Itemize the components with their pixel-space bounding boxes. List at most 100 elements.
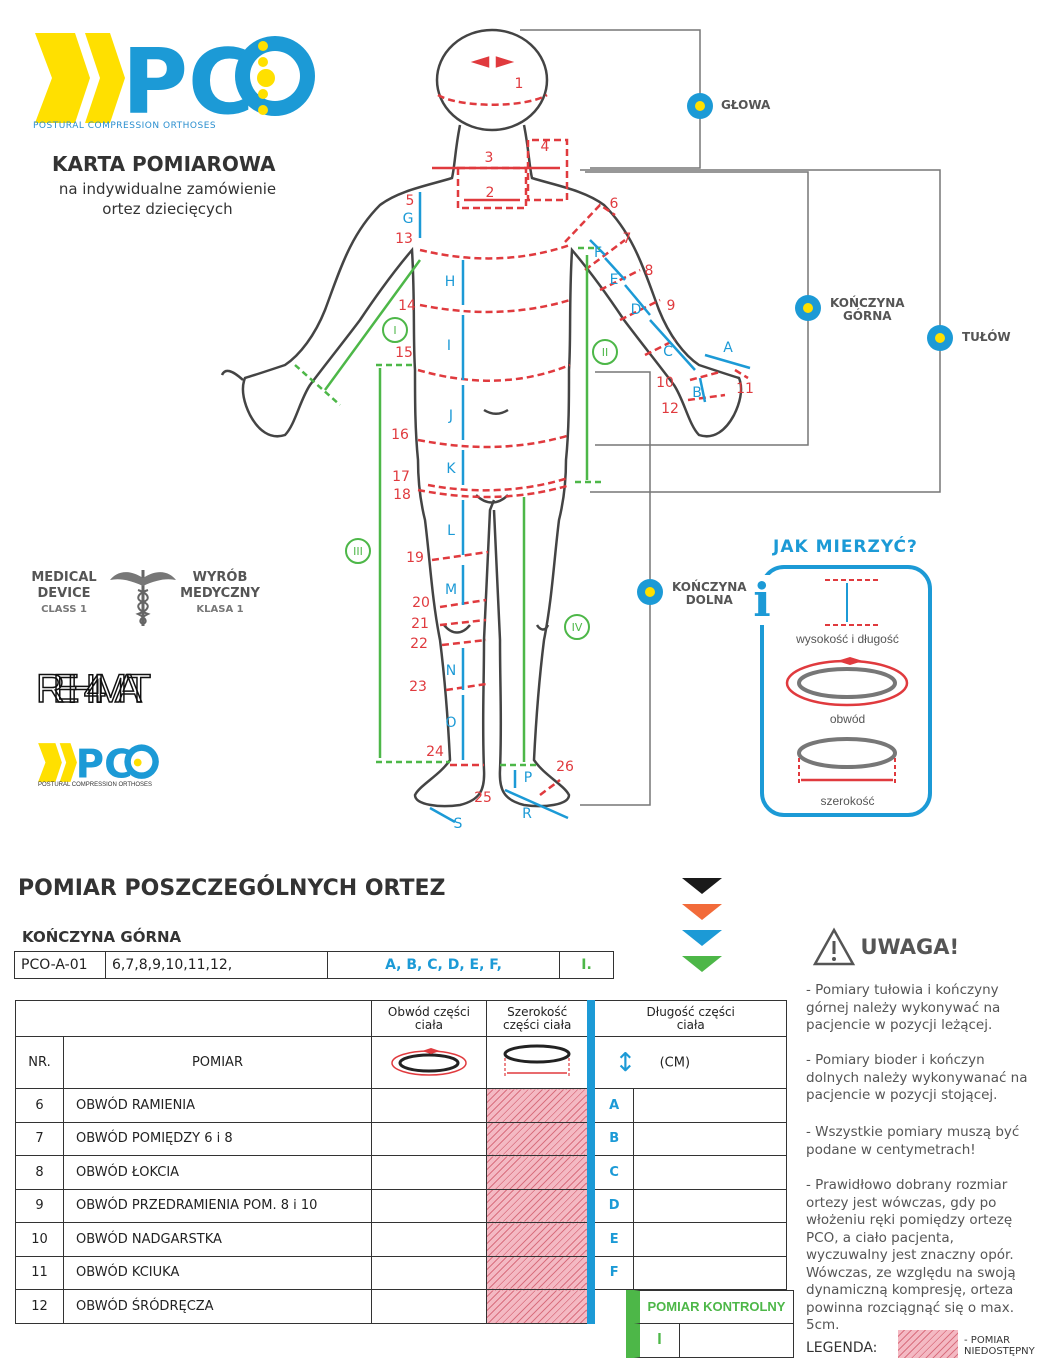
dlugosc-icon-cell: ↕ (CM) [587,1036,788,1089]
measurement-number: 20 [412,595,430,611]
svg-text:REH4MAT: REH4MAT [36,667,151,710]
row-obwod-input[interactable] [370,1155,487,1190]
category-tulow: TUŁÓW [962,330,1011,344]
measurement-number: 14 [398,298,416,314]
measurement-table: Obwód części ciała Szerokość części ciał… [15,1000,788,1324]
row-length-input[interactable] [632,1188,788,1223]
legend-text-line1: - POMIAR [964,1335,1011,1346]
letters-cell: A, B, C, D, E, F, [327,951,560,979]
measurement-letter: B [692,385,702,401]
measurement-letter: F [594,245,602,261]
header-empty [15,1000,372,1037]
how-to-width: szerokość [820,794,875,808]
body-outline [220,28,743,808]
row-number: 8 [15,1155,64,1190]
note-3: - Wszystkie pomiary muszą być podane w c… [806,1124,1020,1158]
measurement-number: 19 [406,550,424,566]
legend-label: LEGENDA: [806,1340,878,1356]
row-szerokosc-na [485,1289,592,1324]
measurement-number: 9 [667,298,676,314]
measurement-number: 23 [409,679,427,695]
measurement-number: 16 [391,427,409,443]
row-szerokosc-na [485,1188,592,1223]
measurement-number: 1 [515,76,524,92]
measurement-letter: O [445,715,456,731]
row-length-input[interactable] [632,1222,788,1257]
measurement-number: 4 [541,139,550,155]
category-konczyna-dolna: KOŃCZYNA DOLNA [672,581,747,607]
how-to-circumference: obwód [829,712,866,726]
measurement-number: 10 [656,375,674,391]
caduceus-icon [110,570,176,626]
measurement-letter: N [446,663,456,679]
row-szerokosc-na [485,1155,592,1190]
row-name: OBWÓD NADGARSTKA [63,1222,372,1257]
row-length-input[interactable] [632,1088,788,1123]
row-length-input[interactable] [632,1121,788,1156]
pco-logo: PC POSTURAL COMPRESSION ORTHOSES [30,28,320,138]
row-number: 11 [15,1255,64,1290]
control-title: POMIAR KONTROLNY [634,1290,794,1324]
pco-logo-graphic: PC [35,30,315,135]
info-icon: i [748,575,776,625]
note-2: - Pomiary bioder i kończyn dolnych należ… [806,1052,1028,1103]
measurement-number: 13 [395,231,413,247]
row-name: OBWÓD RAMIENIA [63,1088,372,1123]
row-letter: C [587,1155,634,1190]
logo-subtitle: POSTURAL COMPRESSION ORTHOSES [33,121,217,131]
measurement-letter: G [403,211,414,227]
wyrob-line2: MEDYCZNY [180,586,260,601]
code-table: PCO-A-01 6,7,8,9,10,11,12, A, B, C, D, E… [14,951,614,979]
row-number: 9 [15,1188,64,1223]
row-obwod-input[interactable] [370,1121,487,1156]
triangle-marker [682,956,722,972]
row-obwod-input[interactable] [370,1289,487,1324]
measurement-number: 22 [410,636,428,652]
row-length-input[interactable] [632,1255,788,1290]
medical-line2: DEVICE [37,586,91,601]
row-obwod-input[interactable] [370,1188,487,1223]
measurement-letter: D [631,302,642,318]
category-kg-line2: GÓRNA [842,309,892,323]
section-title: POMIAR POSZCZEGÓLNYCH ORTEZ [18,876,446,901]
control-value-cell[interactable] [680,1324,793,1357]
measurement-roman: III [353,545,363,558]
small-logo-subtitle: POSTURAL COMPRESSION ORTHOSES [38,782,153,788]
row-number: 12 [15,1289,64,1324]
rehmat-logo: REH4MAT [35,660,156,712]
measurement-letter: M [445,582,457,598]
measure-arrows-green [294,246,605,767]
row-szerokosc-na [485,1121,592,1156]
measurement-number: 8 [645,263,654,279]
note-4: - Prawidłowo dobrany rozmiar ortezy jest… [806,1177,1016,1333]
page-subtitle: na indywidualne zamówienie ortez dziecię… [40,179,295,219]
measurement-letter: A [723,340,733,356]
row-name: OBWÓD ŚRÓDRĘCZA [63,1289,372,1324]
measurement-number: 12 [661,401,679,417]
row-letter: E [587,1222,634,1257]
measurement-number: 26 [556,759,574,775]
triangle-marker [682,878,722,894]
measurement-letter: L [447,523,455,539]
measurement-letter: C [663,344,673,360]
header-pomiar: POMIAR [63,1036,372,1089]
row-obwod-input[interactable] [370,1222,487,1257]
how-to-height: wysokość i długość [796,632,899,646]
row-obwod-input[interactable] [370,1255,487,1290]
medical-line1: MEDICAL [31,570,97,585]
measurement-roman: IV [572,621,583,634]
control-roman: I [640,1324,680,1357]
row-obwod-input[interactable] [370,1088,487,1123]
triangle-marker [682,930,722,946]
measurement-number: 15 [395,345,413,361]
row-name: OBWÓD POMIĘDZY 6 i 8 [63,1121,372,1156]
svg-text:PC: PC [122,30,254,128]
note-1: - Pomiary tułowia i kończyny górnej nale… [806,982,1001,1033]
header-obwod: Obwód części ciała [370,1000,487,1037]
row-szerokosc-na [485,1222,592,1257]
row-szerokosc-na [485,1255,592,1290]
row-length-input[interactable] [632,1155,788,1190]
